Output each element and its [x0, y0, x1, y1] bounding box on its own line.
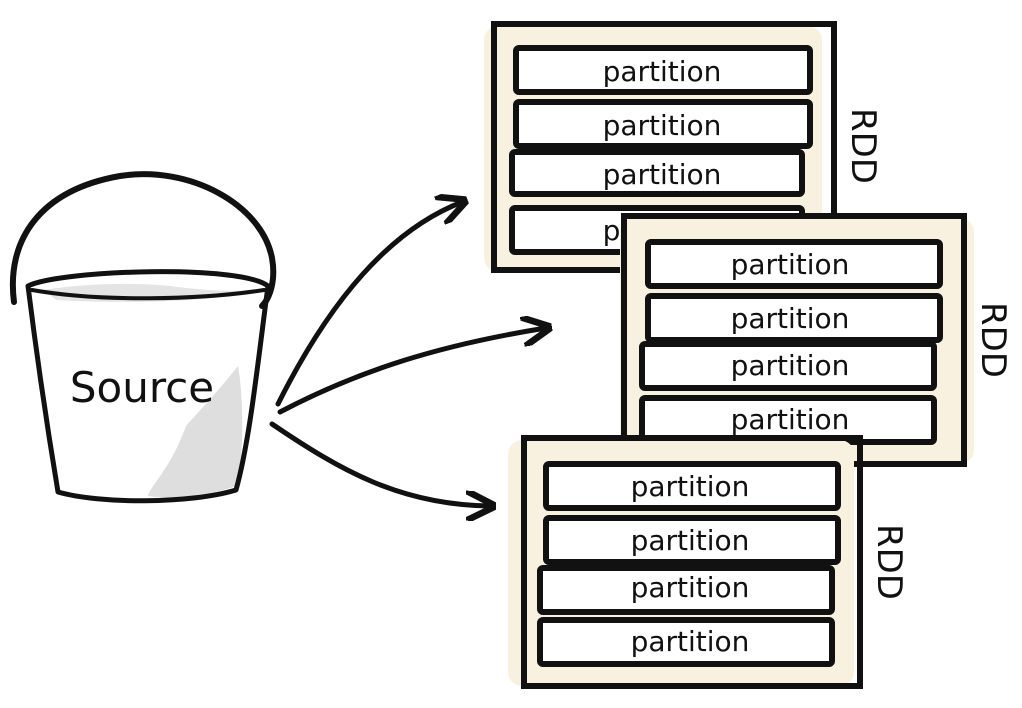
source-bucket: Source [9, 171, 277, 504]
rdd-2-partition-3 [639, 341, 937, 391]
rdd-3-frame [521, 435, 863, 689]
rdd-1-partition-3-label: partition [603, 158, 722, 191]
arrows [269, 202, 546, 506]
arrow-to-rdd-3 [269, 421, 490, 506]
rdd-1-partition-1-label: partition [603, 55, 722, 88]
arrow-to-rdd-1 [275, 202, 462, 407]
rdd-3-partition-2 [543, 515, 841, 565]
rdd-3-partition-3 [537, 565, 835, 615]
rdd-3-label: RDD [869, 524, 909, 600]
arrow-to-rdd-2 [277, 328, 546, 415]
rdd-1-partition-3 [509, 149, 805, 197]
rdd-2-partition-3-label: partition [731, 349, 850, 382]
rdd-3-partition-1 [543, 461, 841, 511]
rdd-1-partition-1 [513, 45, 813, 95]
rdd-3-partition-1-label: partition [631, 470, 750, 503]
rdd-3-partition-2-label: partition [631, 524, 750, 557]
rdd-3-partition-3-label: partition [631, 571, 750, 604]
bucket-body [25, 269, 271, 504]
rdd-1-partition-2 [513, 99, 813, 149]
rdd-1-label: RDD [843, 108, 883, 184]
rdd-2-partition-1-label: partition [731, 248, 850, 281]
bucket-shading [148, 366, 243, 498]
source-label: Source [70, 363, 214, 412]
rdd-2-partition-4-label: partition [731, 403, 850, 436]
rdd-3: partition partition partition partition … [508, 435, 909, 689]
bucket-rim [30, 288, 266, 301]
rdd-2-partition-2 [645, 293, 943, 343]
rdd-2-partition-1 [645, 239, 943, 289]
rdd-3-partition-4-label: partition [631, 625, 750, 658]
rdd-1-partition-2-label: partition [603, 109, 722, 142]
rdd-2-partition-2-label: partition [731, 302, 850, 335]
rdd-2: partition partition partition partition … [620, 213, 1013, 467]
bucket-handle [9, 171, 277, 309]
rdd-2-label: RDD [973, 302, 1013, 378]
rdd-3-partition-4 [537, 617, 835, 667]
